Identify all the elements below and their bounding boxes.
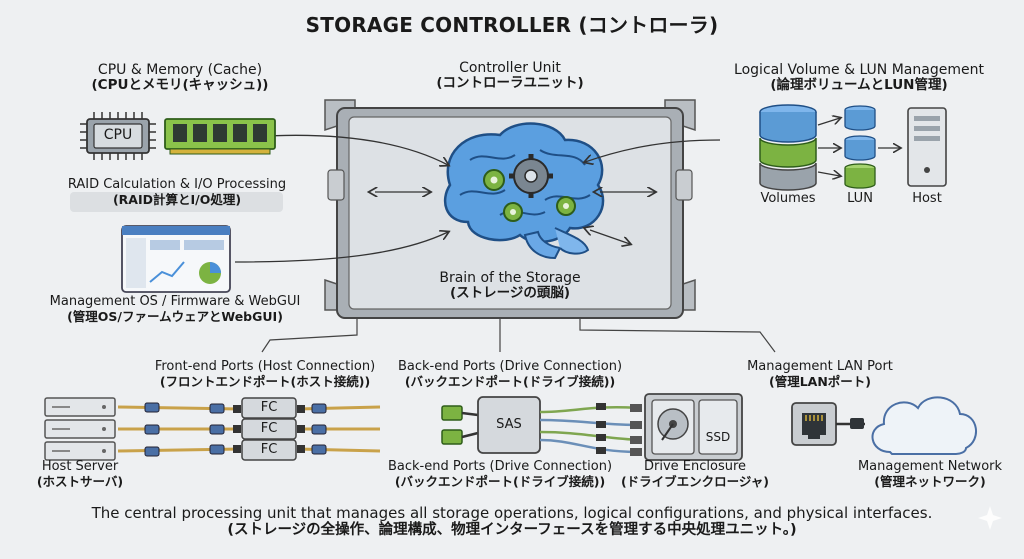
brain-icon [443, 122, 605, 260]
host-server-label-en: Host Server [41, 459, 119, 474]
fc-port-3-label: FC [260, 442, 278, 457]
fc-cables [117, 402, 381, 457]
fc-port-blocks [241, 397, 297, 461]
raid-processing-label: RAID Calculation & I/O Processing (RAID計… [52, 177, 302, 207]
logical-volume-label-ja: (論理ボリュームとLUN管理) [770, 77, 948, 94]
brain-of-storage-label: Brain of the Storage (ストレージの頭脳) [400, 270, 620, 302]
controller-unit-label-ja: (コントローラユニット) [436, 75, 584, 92]
management-lan-label: Management LAN Port (管理LANポート) [730, 359, 910, 389]
footer-en: The central processing unit that manages… [91, 504, 933, 522]
drive-enclosure-label-ja: (ドライブエンクロージャ) [620, 473, 770, 489]
drive-enclosure-icon [644, 393, 743, 461]
sas-cables [539, 403, 642, 456]
footer-description: The central processing unit that manages… [0, 504, 1024, 539]
back-end-label-en: Back-end Ports (Drive Connection) [397, 359, 623, 374]
host-tower-icon [907, 107, 947, 187]
controller-unit-label-en: Controller Unit [459, 60, 561, 76]
back-end-label-ja: (バックエンドポート(ドライブ接続)) [404, 373, 616, 389]
management-gui-screen-icon [121, 225, 231, 293]
page-title: STORAGE CONTROLLER (コントローラ) [305, 13, 719, 37]
management-network-label: Management Network (管理ネットワーク) [850, 459, 1010, 489]
host-server-label-ja: (ホストサーバ) [36, 473, 124, 489]
ssd-label: SSD [705, 430, 731, 444]
drive-enclosure-label-en: Drive Enclosure [643, 459, 747, 474]
fc-port-2-label: FC [260, 421, 278, 436]
back-end-lower-label-en: Back-end Ports (Drive Connection) [387, 459, 613, 474]
lun-label: LUN [847, 191, 873, 206]
controller-unit-label: Controller Unit (コントローラユニット) [400, 60, 620, 92]
host-label: Host [912, 191, 942, 206]
front-end-label-en: Front-end Ports (Host Connection) [154, 359, 376, 374]
lun-mapping-arrows [817, 118, 900, 176]
bottom-connectors [261, 318, 776, 353]
back-end-ports-lower-label: Back-end Ports (Drive Connection) (バックエン… [370, 459, 630, 489]
host-server-label: Host Server (ホストサーバ) [20, 459, 140, 489]
front-end-ports-label: Front-end Ports (Host Connection) (フロントエ… [140, 359, 390, 389]
footer-ja: (ストレージの全操作、論理構成、物理インターフェースを管理する中央処理ユニット。… [227, 522, 797, 539]
ethernet-port-icon [791, 402, 865, 446]
management-network-label-ja: (管理ネットワーク) [874, 473, 986, 489]
management-os-label-en: Management OS / Firmware & WebGUI [49, 294, 301, 309]
drive-enclosure-label: Drive Enclosure (ドライブエンクロージャ) [610, 459, 780, 489]
cpu-memory-label-en: CPU & Memory (Cache) [97, 62, 263, 78]
sparkle-icon [978, 506, 1002, 530]
logical-volume-label: Logical Volume & LUN Management (論理ボリューム… [714, 62, 1004, 94]
back-end-lower-label-ja: (バックエンドポート(ドライブ接続)) [394, 473, 606, 489]
cpu-memory-label-ja: (CPUとメモリ(キャッシュ)) [91, 77, 269, 94]
volumes-label: Volumes [760, 191, 816, 206]
sas-label: SAS [496, 417, 522, 432]
cloud-network-icon [871, 396, 977, 455]
management-network-label-en: Management Network [857, 459, 1003, 474]
raid-label-en: RAID Calculation & I/O Processing [67, 177, 287, 192]
ram-module-icon [164, 118, 276, 155]
management-os-label: Management OS / Firmware & WebGUI (管理OS/… [40, 294, 310, 324]
brain-label-ja: (ストレージの頭脳) [449, 285, 571, 302]
management-lan-label-ja: (管理LANポート) [768, 373, 872, 389]
front-end-label-ja: (フロントエンドポート(ホスト接続)) [159, 373, 371, 389]
volumes-icon [759, 104, 817, 191]
logical-volume-label-en: Logical Volume & LUN Management [734, 62, 984, 78]
host-server-rack-icon [44, 397, 116, 461]
cpu-chip-label: CPU [103, 127, 133, 143]
cpu-chip-icon [70, 112, 283, 212]
lun-icon [844, 105, 876, 189]
back-end-ports-label: Back-end Ports (Drive Connection) (バックエン… [380, 359, 640, 389]
sas-hba-card-icon [441, 396, 541, 454]
fc-port-1-label: FC [260, 400, 278, 415]
cpu-memory-label: CPU & Memory (Cache) (CPUとメモリ(キャッシュ)) [60, 62, 300, 94]
management-os-label-ja: (管理OS/ファームウェアとWebGUI) [67, 308, 283, 324]
raid-label-ja: (RAID計算とI/O処理) [112, 191, 242, 207]
management-lan-label-en: Management LAN Port [747, 359, 893, 374]
brain-label-en: Brain of the Storage [439, 270, 581, 286]
